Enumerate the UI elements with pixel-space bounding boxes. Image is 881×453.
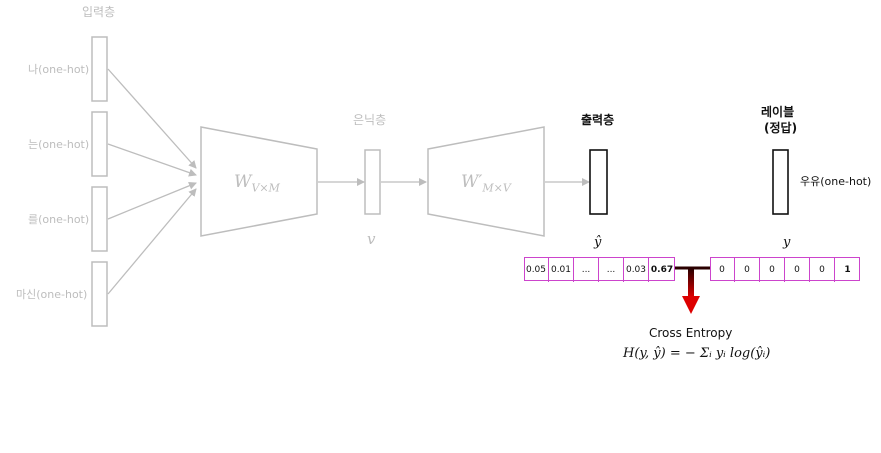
prediction-cell-4: ...	[599, 258, 624, 282]
hidden-box	[364, 149, 381, 215]
w-out-symbol: W′	[461, 172, 483, 192]
label-layer-title: 레이블	[761, 105, 795, 119]
input-arrow-4	[107, 188, 197, 295]
label-cell-6: 1	[844, 265, 851, 275]
input-arrow-1	[107, 68, 197, 169]
w-out-subscript: M×V	[482, 181, 511, 195]
label-cell-2: 0	[735, 258, 760, 282]
w-in-symbol: W	[234, 172, 252, 192]
input-word-4: 마신(one-hot)	[16, 288, 88, 301]
hidden-layer-title: 은닉층	[353, 113, 387, 127]
prediction-cell-2: 0.01	[549, 258, 574, 282]
label-cell-5: 0	[810, 258, 835, 282]
label-vector-frame	[710, 257, 860, 281]
label-word: 우유(one-hot)	[800, 175, 872, 188]
prediction-vector-frame	[524, 257, 675, 281]
label-box	[772, 149, 789, 215]
loss-formula: H(y, ŷ) = − Σᵢ yᵢ log(ŷᵢ)	[623, 346, 771, 361]
input-word-1: 나(one-hot)	[28, 63, 90, 76]
w-out-label: W′M×V	[461, 172, 511, 195]
label-layer-subtitle: (정답)	[764, 121, 798, 135]
prediction-cell-5: 0.03	[624, 258, 649, 282]
input-layer-title: 입력층	[82, 5, 116, 19]
w-in-subscript: V×M	[251, 181, 280, 195]
label-symbol: y	[783, 235, 791, 250]
input-box-4	[91, 261, 108, 327]
prediction-cell-3: ...	[574, 258, 599, 282]
input-word-3: 를(one-hot)	[28, 213, 90, 226]
input-arrow-3	[107, 181, 197, 220]
loss-name: Cross Entropy	[649, 326, 733, 340]
output-symbol: ŷ	[594, 235, 602, 250]
w-in-trapezoid	[200, 126, 318, 237]
input-box-2	[91, 111, 108, 177]
w-out-trapezoid	[427, 126, 545, 237]
input-box-3	[91, 186, 108, 252]
label-cell-1: 0	[710, 258, 735, 282]
input-word-2: 는(one-hot)	[28, 138, 90, 151]
loss-arrow-shaft	[688, 269, 694, 297]
label-cell-3: 0	[760, 258, 785, 282]
label-cell-4: 0	[785, 258, 810, 282]
output-layer-title: 출력층	[581, 113, 615, 127]
hidden-symbol: v	[367, 230, 376, 248]
w-in-label: WV×M	[234, 172, 280, 195]
output-box	[589, 149, 608, 215]
input-box-1	[91, 36, 108, 102]
loss-arrow-head	[682, 296, 700, 314]
prediction-cell-1: 0.05	[524, 258, 549, 282]
prediction-cell-6: 0.67	[650, 265, 674, 275]
input-arrow-2	[107, 143, 197, 177]
